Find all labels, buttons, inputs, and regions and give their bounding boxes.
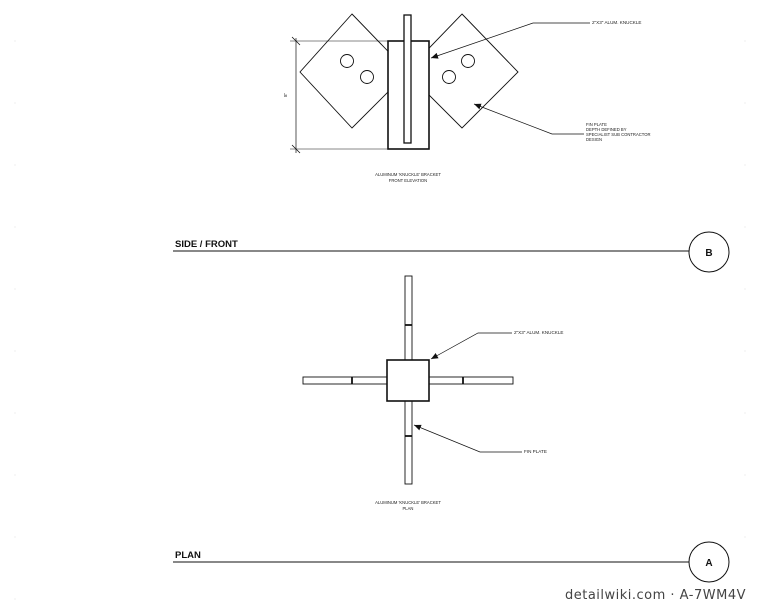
knuckle-rod: [403, 14, 412, 144]
plan-knuckle-box: [386, 359, 430, 402]
section-b-title: SIDE / FRONT: [175, 239, 238, 250]
watermark-text: detailwiki.com · A-7WM4V: [565, 588, 746, 603]
fin-plate-note-line-4: DESIGN: [586, 137, 602, 142]
elevation-dimension-label: 8": [283, 92, 288, 97]
section-a-bubble-label: A: [705, 558, 712, 569]
bolt-hole: [442, 70, 456, 84]
bolt-hole: [461, 54, 475, 68]
fin-plate-leader: [473, 103, 584, 135]
plan-drawing: [302, 275, 522, 485]
plan-knuckle-label: 2"X3" ALUM. KNUCKLE: [514, 330, 563, 335]
section-b-bubble-label: B: [705, 248, 712, 259]
plan-fin-leader: [413, 424, 522, 453]
section-a-bubble: [688, 541, 730, 583]
plan-knuckle-leader: [430, 332, 512, 360]
elevation-caption-line-1: ALUMINUM 'KNUCKLE' BRACKET: [375, 172, 441, 177]
fin-plate-note-line-1: FIN PLATE: [586, 122, 607, 127]
fin-plate-note-line-2: DEPTH DEFINED BY: [586, 127, 627, 132]
plan-fin-label: FIN PLATE: [524, 449, 547, 454]
watermark-backdrop: [586, 584, 752, 604]
section-b-bubble: [688, 231, 730, 273]
elevation-caption-line-2: FRONT ELEVATION: [389, 178, 427, 183]
bolt-hole: [340, 54, 354, 68]
bolt-hole: [360, 70, 374, 84]
section-a-header: [173, 541, 730, 583]
faint-grid-marks: [14, 40, 746, 600]
section-a-title: PLAN: [175, 550, 201, 561]
plan-caption-line-1: ALUMINUM 'KNUCKLE' BRACKET: [375, 500, 441, 505]
knuckle-leader: [430, 22, 590, 59]
front-elevation-drawing: [290, 13, 590, 154]
fin-plate-note-line-3: SPECIALIST SUB CONTRACTOR: [586, 132, 651, 137]
elevation-knuckle-label: 2"X3" ALUM. KNUCKLE: [592, 20, 641, 25]
plan-caption-line-2: PLAN: [403, 506, 414, 511]
section-b-header: [173, 231, 730, 273]
